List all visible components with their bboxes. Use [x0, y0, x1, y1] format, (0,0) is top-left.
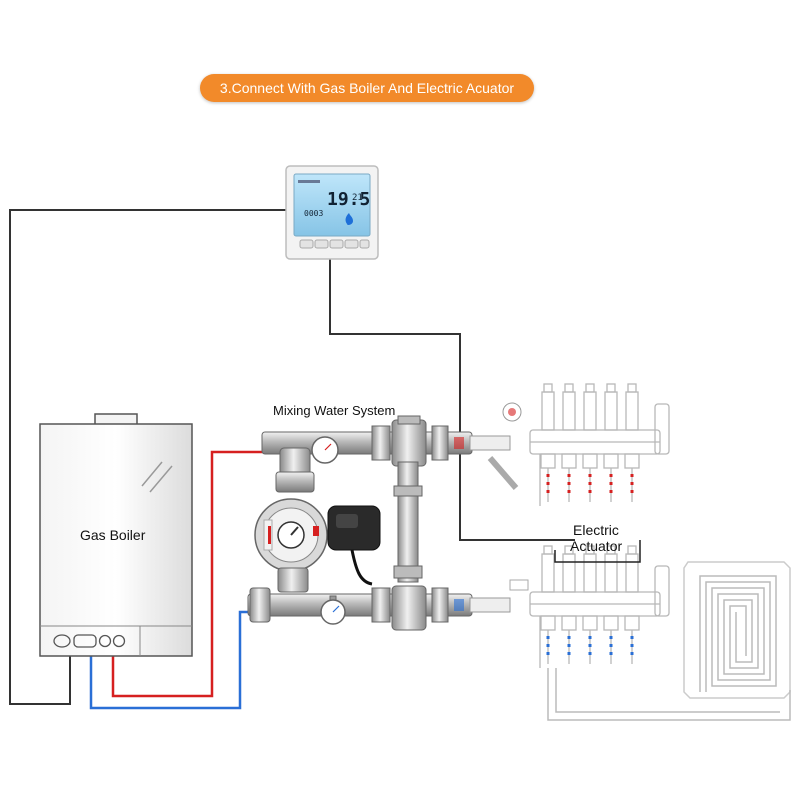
thermostat-button-1[interactable]	[299, 239, 314, 249]
thermostat-wires	[9, 209, 575, 705]
manifold-flowmeter	[625, 553, 639, 593]
manifold-outlet	[582, 615, 598, 631]
underfloor-manifold	[529, 383, 670, 668]
manifold-flowmeter	[604, 391, 618, 431]
manifold-flowmeter	[562, 391, 576, 431]
manifold-outlet	[603, 615, 619, 631]
thermostat-button-5[interactable]	[359, 239, 370, 249]
manifold-flowmeter	[625, 391, 639, 431]
manifold-flowmeter	[583, 553, 597, 593]
actuator-label: Actuator	[570, 538, 623, 554]
manifold-outlet	[540, 615, 556, 631]
wire-to-boiler	[9, 209, 288, 705]
electric-label: Electric	[573, 522, 619, 538]
manifold-flowmeter	[541, 391, 555, 431]
manifold-end-cap	[654, 403, 670, 455]
thermostat-button-2[interactable]	[314, 239, 329, 249]
thermostat-clock: 0003	[304, 209, 323, 218]
thermostat-button-4[interactable]	[344, 239, 359, 249]
manifold-flowmeter	[562, 553, 576, 593]
thermostat-button-3[interactable]	[329, 239, 344, 249]
manifold-outlet	[561, 615, 577, 631]
manifold-outlet	[561, 453, 577, 469]
actuator-bracket	[554, 540, 641, 563]
mixing-water-system	[247, 415, 473, 631]
manifold-outlet	[603, 453, 619, 469]
gas-boiler-label: Gas Boiler	[80, 527, 146, 543]
gas-boiler	[39, 413, 193, 657]
wire-to-actuator	[329, 258, 575, 541]
manifold-outlet	[624, 615, 640, 631]
floor-heating-loop	[547, 561, 791, 721]
manifold-outlet	[582, 453, 598, 469]
manifold-flowmeter	[541, 553, 555, 593]
thermostat-temp-side: 21	[352, 193, 363, 203]
hot-supply-pipe	[111, 450, 265, 698]
manifold-flowmeter	[604, 553, 618, 593]
flame-icon	[345, 213, 353, 225]
page-title: 3.Connect With Gas Boiler And Electric A…	[200, 74, 534, 102]
manifold-end-cap	[654, 565, 670, 617]
thermostat-temp-main: 19.5	[327, 189, 370, 210]
manifold-outlet	[624, 453, 640, 469]
manifold-outlet	[540, 453, 556, 469]
mixing-water-system-label: Mixing Water System	[273, 403, 396, 418]
thermostat: 19.5 21 0003	[285, 165, 379, 260]
manifold-flowmeter	[583, 391, 597, 431]
manifold-connectors	[454, 402, 529, 613]
